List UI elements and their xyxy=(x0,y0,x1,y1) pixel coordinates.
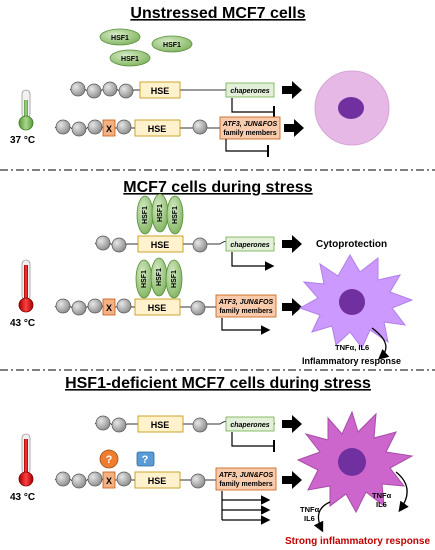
hse-box xyxy=(139,81,181,99)
cell-unstressed xyxy=(314,70,390,146)
dna-strand-atf3: X HSE ATF3, JUN&FOS family members xyxy=(54,116,281,157)
transcription-arrow xyxy=(282,81,302,99)
cytokines-label: TNFα xyxy=(372,491,392,500)
hse-box xyxy=(137,235,184,253)
chaperones-box xyxy=(225,82,275,98)
response-label: Strong inflammatory response xyxy=(285,536,430,547)
hsf1-protein: HSF1 xyxy=(109,49,151,67)
secretion-arrow xyxy=(395,471,409,513)
hsf1-protein: HSF1 xyxy=(151,35,193,53)
dna-strand-chaperones: HSE chaperones xyxy=(69,81,275,118)
svg-text:chaperones: chaperones xyxy=(230,88,269,95)
svg-text:?: ? xyxy=(106,454,113,466)
cytoprotection-label: Cytoprotection xyxy=(316,239,387,250)
atf3-box xyxy=(219,116,281,140)
svg-text:HSF1: HSF1 xyxy=(157,204,164,222)
unknown-factor-icon: ? xyxy=(99,449,119,469)
svg-text:family members: family members xyxy=(219,481,272,488)
atf3-box xyxy=(215,294,277,318)
cytokines-label: IL6 xyxy=(304,514,315,523)
svg-text:HSE: HSE xyxy=(148,303,167,313)
svg-text:family members: family members xyxy=(223,130,276,137)
hse-box xyxy=(134,119,181,137)
svg-text:HSF1: HSF1 xyxy=(141,270,148,288)
hse-box xyxy=(137,415,184,433)
cell-strongly-activated xyxy=(296,410,414,514)
atf3-box xyxy=(215,467,277,491)
svg-text:?: ? xyxy=(142,454,149,466)
svg-text:ATF3, JUN&FOS: ATF3, JUN&FOS xyxy=(218,472,274,479)
cytokines-label: IL6 xyxy=(376,500,387,509)
hsf1-trimer: HSF1 HSF1 HSF1 xyxy=(136,193,184,235)
svg-text:HSF1: HSF1 xyxy=(171,270,178,288)
svg-text:ATF3, JUN&FOS: ATF3, JUN&FOS xyxy=(218,299,274,306)
cell-activated xyxy=(298,254,414,349)
unknown-factor-icon: ? xyxy=(136,451,155,467)
svg-text:HSE: HSE xyxy=(151,420,170,430)
transcription-arrow xyxy=(282,471,302,489)
transcription-arrow xyxy=(284,119,304,137)
panel-title: HSF1-deficient MCF7 cells during stress xyxy=(65,375,371,392)
dna-strand-chaperones: HSE chaperones xyxy=(94,415,276,452)
thermometer-icon xyxy=(18,433,34,487)
thermometer-icon xyxy=(18,259,34,313)
svg-text:family members: family members xyxy=(219,308,272,315)
svg-text:HSF1: HSF1 xyxy=(172,206,179,224)
svg-text:ATF3, JUN&FOS: ATF3, JUN&FOS xyxy=(222,121,278,128)
svg-text:X: X xyxy=(106,476,112,486)
panel-stress: MCF7 cells during stress HSF1 HSF1 HSF1 … xyxy=(10,179,414,366)
hse-box xyxy=(134,298,181,316)
svg-text:HSF1: HSF1 xyxy=(142,206,149,224)
svg-text:HSF1: HSF1 xyxy=(156,268,163,286)
svg-text:HSE: HSE xyxy=(151,240,170,250)
chaperones-box xyxy=(225,416,275,432)
dna-strand-atf3: HSF1 HSF1 HSF1 X HSE ATF3, JUN&FOS famil… xyxy=(54,257,277,335)
chaperones-box xyxy=(225,236,275,252)
svg-text:HSE: HSE xyxy=(151,86,170,96)
transcription-arrow xyxy=(282,415,302,433)
panel-unstressed: Unstressed MCF7 cells HSF1 HSF1 HSF1 HSE… xyxy=(10,5,390,157)
response-label: Inflammatory response xyxy=(302,356,401,366)
cytokines-label: TNFα, IL6 xyxy=(335,343,369,352)
repressor-box xyxy=(102,298,116,316)
transcription-arrow xyxy=(282,235,302,253)
svg-text:HSF1: HSF1 xyxy=(121,56,139,63)
hsf1-protein: HSF1 xyxy=(99,28,141,46)
svg-text:X: X xyxy=(106,303,112,313)
dna-strand-atf3: X HSE ATF3, JUN&FOS family members xyxy=(54,467,277,525)
temperature-label: 43 °C xyxy=(10,492,35,503)
svg-text:HSF1: HSF1 xyxy=(163,42,181,49)
hse-box xyxy=(134,471,181,489)
svg-text:HSE: HSE xyxy=(148,476,167,486)
cytokines-label: TNFα xyxy=(300,505,320,514)
repressor-box xyxy=(102,119,116,137)
temperature-label: 43 °C xyxy=(10,318,35,329)
secretion-arrow xyxy=(313,501,331,533)
dna-strand-chaperones: HSF1 HSF1 HSF1 HSE chaperones xyxy=(94,193,276,271)
secretion-arrow xyxy=(371,327,390,360)
hsf1-trimer: HSF1 HSF1 HSF1 xyxy=(135,257,183,299)
panel-title: Unstressed MCF7 cells xyxy=(130,5,305,22)
svg-text:chaperones: chaperones xyxy=(230,242,269,249)
thermometer-icon xyxy=(18,89,34,131)
repressor-box xyxy=(102,471,116,489)
svg-text:chaperones: chaperones xyxy=(230,422,269,429)
svg-text:HSF1: HSF1 xyxy=(111,35,129,42)
transcription-arrow xyxy=(282,298,302,316)
svg-text:X: X xyxy=(106,124,112,134)
panel-hsf1-deficient: HSF1-deficient MCF7 cells during stress … xyxy=(10,375,430,547)
panel-title: MCF7 cells during stress xyxy=(123,179,312,196)
svg-text:HSE: HSE xyxy=(148,124,167,134)
temperature-label: 37 °C xyxy=(10,135,35,146)
